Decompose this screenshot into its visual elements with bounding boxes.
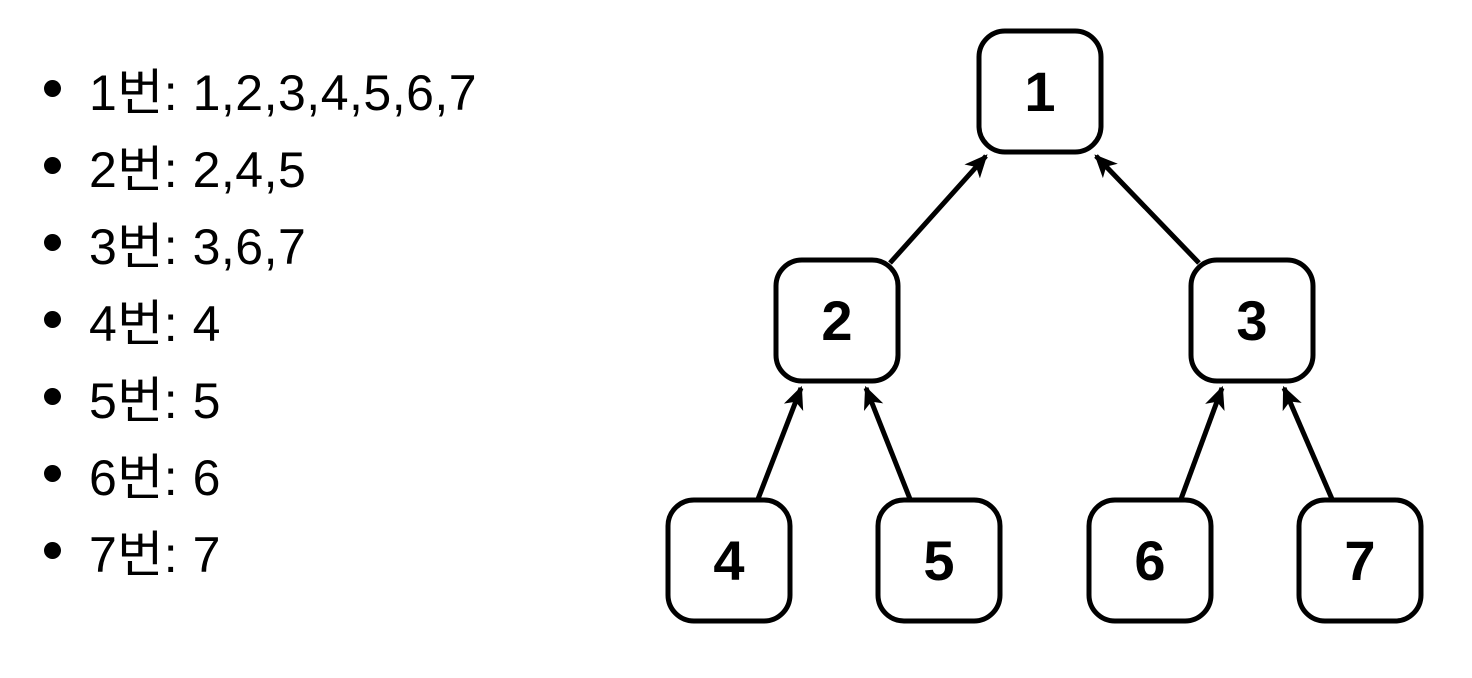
list-item: 6번: 6	[44, 435, 477, 512]
tree-node-7: 7	[1296, 497, 1424, 624]
edge-3-to-1	[1094, 154, 1201, 265]
node-label: 5	[923, 529, 954, 592]
bullet-icon	[44, 388, 61, 405]
edge-5-to-2	[863, 385, 913, 500]
bullet-icon	[44, 80, 61, 97]
tree-edges	[755, 154, 1335, 500]
node-box	[665, 497, 793, 624]
bullet-icon	[44, 311, 61, 328]
list-item-text: 3번: 3,6,7	[89, 218, 307, 275]
node-label: 4	[713, 529, 744, 592]
tree-node-5: 5	[875, 497, 1003, 624]
list-item-text: 7번: 7	[89, 526, 221, 583]
list-item-text: 5번: 5	[89, 372, 221, 429]
node-box	[875, 497, 1003, 624]
node-box	[1296, 497, 1424, 624]
list-item: 4번: 4	[44, 281, 477, 358]
edge-6-to-3	[1178, 385, 1225, 500]
tree-node-3: 3	[1188, 257, 1316, 384]
bullet-icon	[44, 234, 61, 251]
node-box	[773, 257, 901, 384]
node-label: 3	[1236, 289, 1267, 352]
bullet-icon	[44, 465, 61, 482]
tree-node-2: 2	[773, 257, 901, 384]
tree-node-6: 6	[1086, 497, 1214, 624]
node-box	[1188, 257, 1316, 384]
list-item: 2번: 2,4,5	[44, 127, 477, 204]
list-item: 5번: 5	[44, 358, 477, 435]
list-item-text: 6번: 6	[89, 449, 221, 506]
tree-node-4: 4	[665, 497, 793, 624]
edge-7-to-3	[1281, 385, 1335, 500]
list-item-text: 2번: 2,4,5	[89, 141, 307, 198]
subtree-list: 1번: 1,2,3,4,5,6,7 2번: 2,4,5 3번: 3,6,7 4번…	[44, 50, 477, 589]
node-label: 6	[1134, 529, 1165, 592]
node-label: 7	[1344, 529, 1375, 592]
list-item: 1번: 1,2,3,4,5,6,7	[44, 50, 477, 127]
list-item-text: 1번: 1,2,3,4,5,6,7	[89, 64, 478, 121]
list-item: 3번: 3,6,7	[44, 204, 477, 281]
list-item-text: 4번: 4	[89, 295, 221, 352]
edge-4-to-2	[755, 385, 804, 500]
bullet-icon	[44, 157, 61, 174]
tree-node-1: 1	[976, 28, 1104, 155]
node-box	[976, 28, 1104, 155]
list-item: 7번: 7	[44, 512, 477, 589]
node-label: 1	[1024, 60, 1055, 123]
node-label: 2	[821, 289, 852, 352]
node-box	[1086, 497, 1214, 624]
bullet-icon	[44, 542, 61, 559]
edge-2-to-1	[888, 154, 988, 265]
